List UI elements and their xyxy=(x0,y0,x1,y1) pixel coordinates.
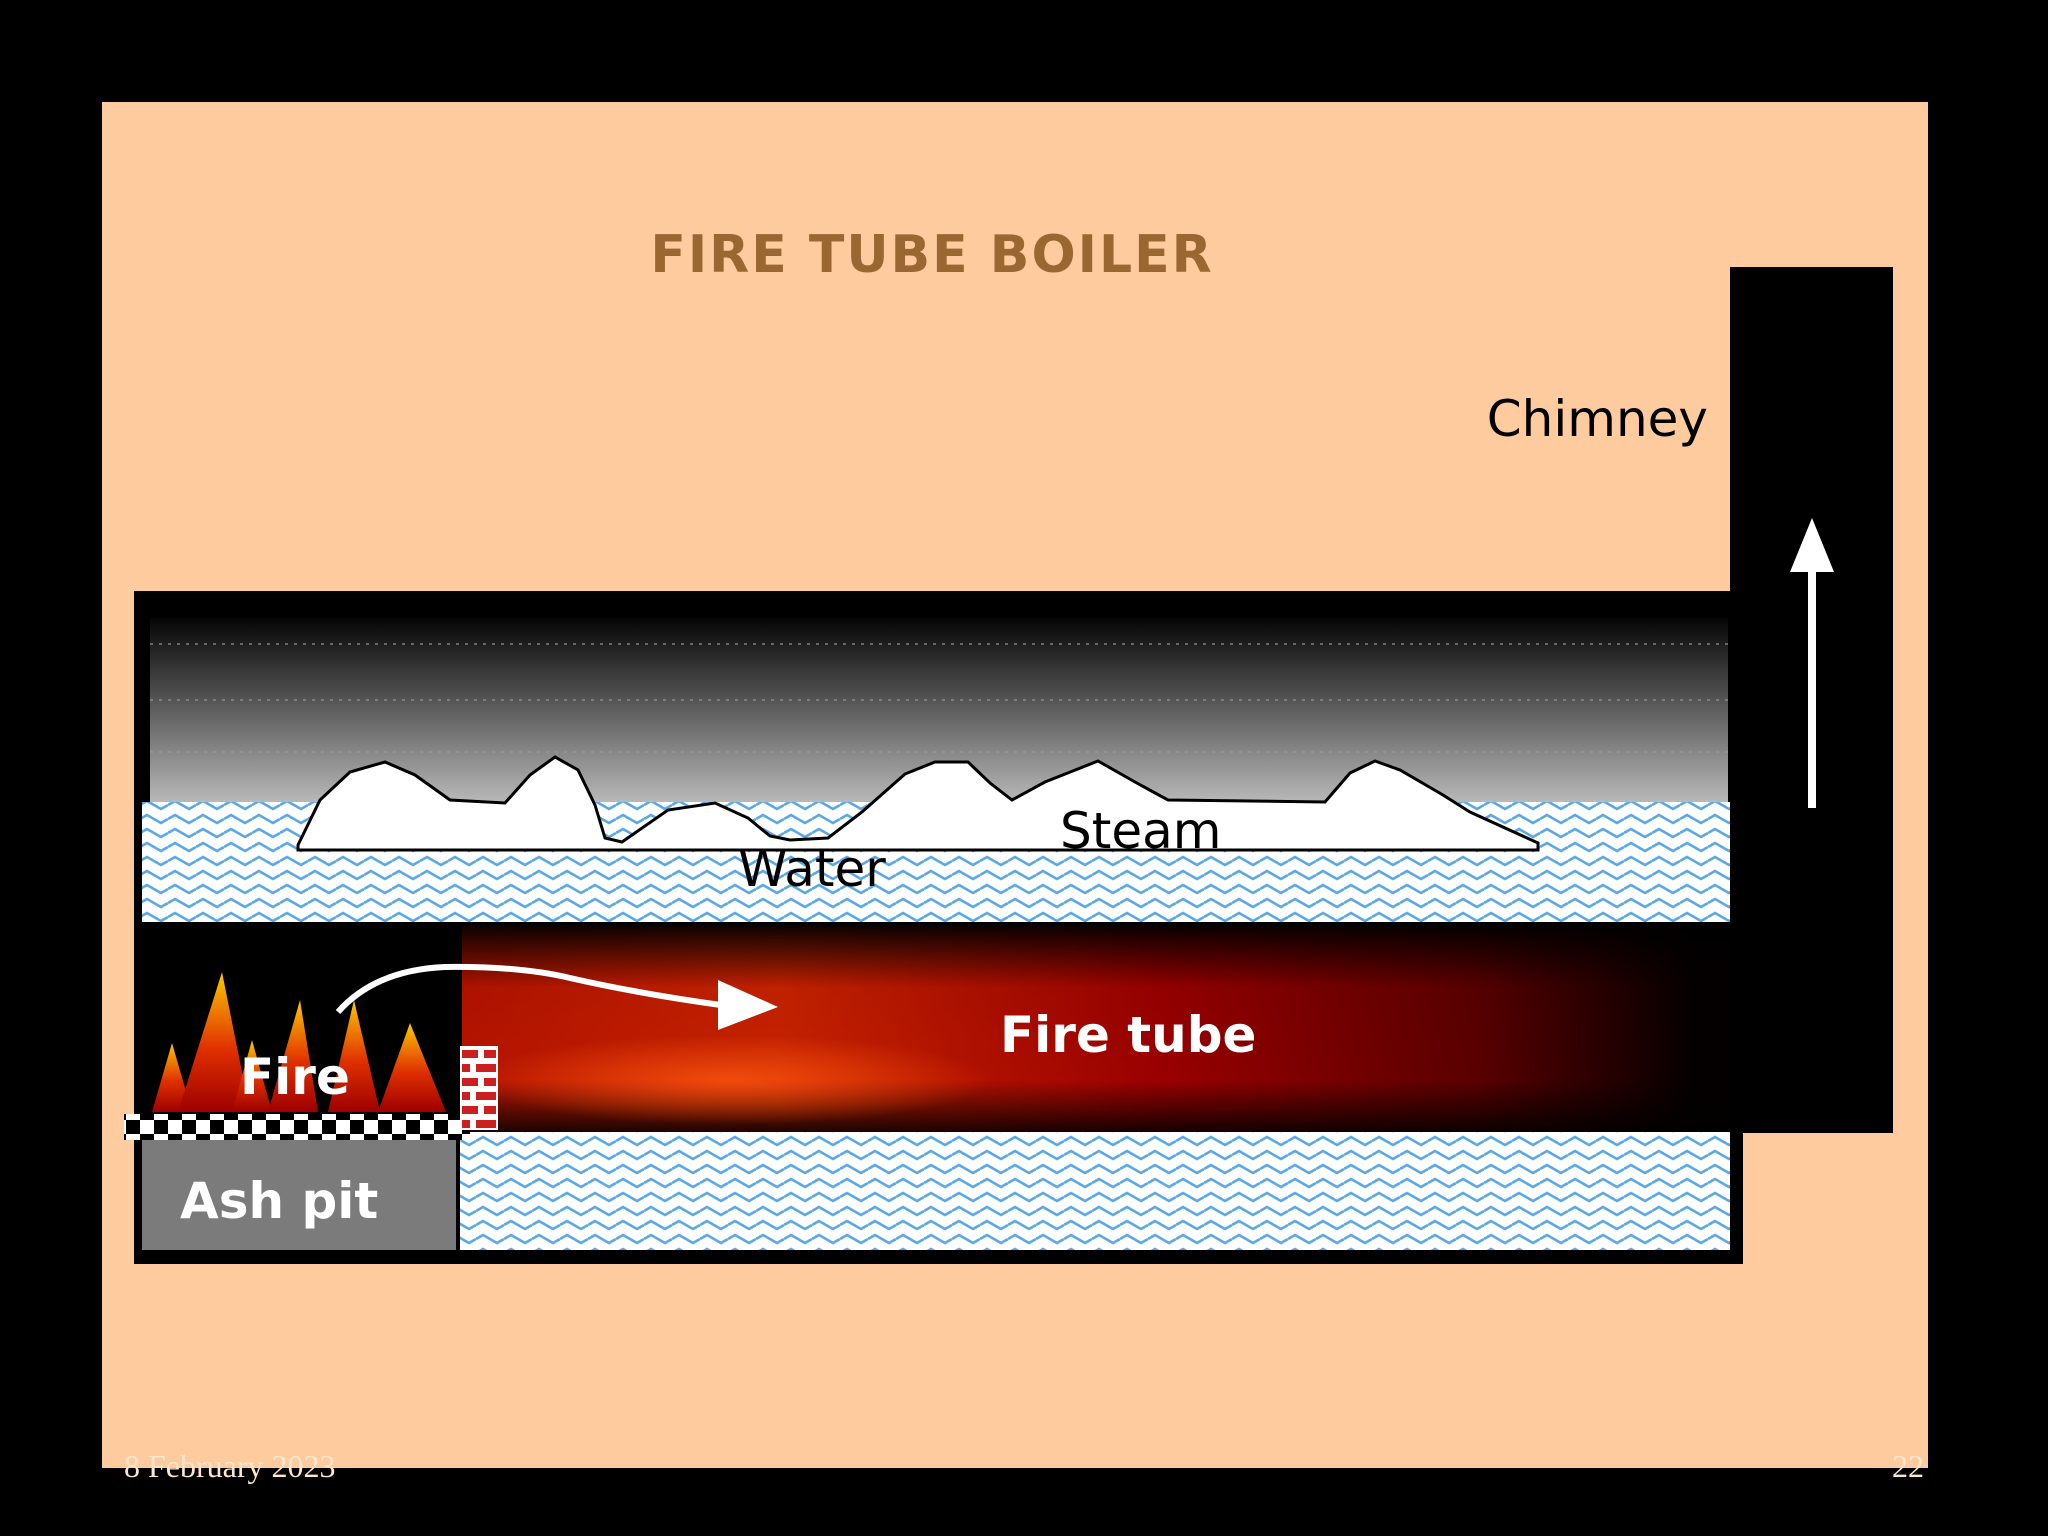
fire-tube-glow xyxy=(470,1035,990,1125)
footer-date: 8 February 2023 xyxy=(124,1448,336,1484)
steam-cloud xyxy=(296,755,1540,852)
chimney-arrow xyxy=(1790,518,1834,808)
grate xyxy=(124,1114,470,1140)
water-label: Water xyxy=(738,840,886,898)
page-number: 22 xyxy=(1892,1448,1924,1484)
chimney-label: Chimney xyxy=(1487,390,1708,448)
ash-pit-label: Ash pit xyxy=(180,1172,378,1230)
steam-label: Steam xyxy=(1060,802,1221,860)
brick-wall xyxy=(460,1046,498,1130)
fire-label: Fire xyxy=(240,1048,350,1106)
steam-dotted-lines xyxy=(150,643,1728,753)
flames xyxy=(152,972,446,1112)
fire-tube-label: Fire tube xyxy=(1000,1006,1256,1064)
hot-gas-arrow xyxy=(335,963,778,1030)
ash-pit xyxy=(142,1140,456,1250)
slide-title: FIRE TUBE BOILER xyxy=(650,225,1213,285)
lower-water xyxy=(460,1132,1730,1250)
